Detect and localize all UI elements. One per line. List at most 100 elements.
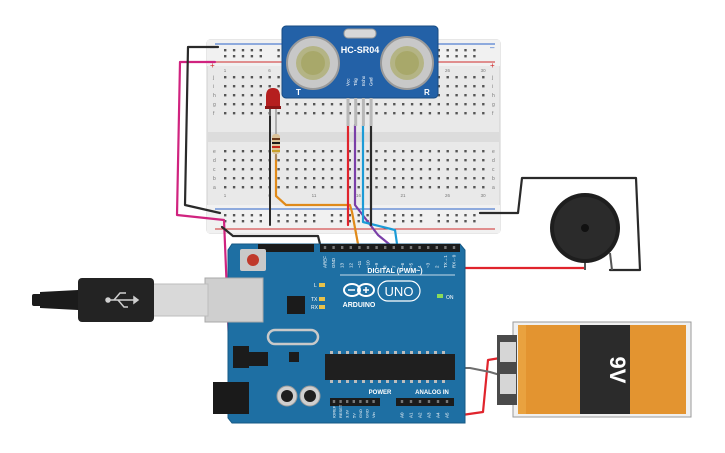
terminal-hole[interactable]: [330, 177, 334, 180]
header-pin[interactable]: [323, 246, 327, 249]
rail-hole[interactable]: [384, 214, 387, 217]
terminal-hole[interactable]: [286, 112, 289, 115]
terminal-hole[interactable]: [419, 103, 423, 106]
terminal-hole[interactable]: [455, 103, 458, 106]
terminal-hole[interactable]: [384, 159, 387, 162]
terminal-hole[interactable]: [250, 177, 254, 180]
header-pin[interactable]: [332, 246, 335, 249]
terminal-hole[interactable]: [455, 150, 458, 153]
terminal-hole[interactable]: [313, 168, 316, 171]
rail-hole[interactable]: [437, 214, 440, 217]
terminal-hole[interactable]: [304, 103, 307, 106]
terminal-hole[interactable]: [402, 112, 405, 115]
piezo-buzzer[interactable]: [550, 193, 620, 271]
terminal-hole[interactable]: [232, 76, 236, 79]
terminal-hole[interactable]: [357, 168, 360, 171]
rail-hole[interactable]: [250, 220, 254, 223]
terminal-hole[interactable]: [259, 159, 262, 162]
header-pin[interactable]: [452, 246, 456, 249]
terminal-hole[interactable]: [232, 85, 236, 88]
terminal-hole[interactable]: [224, 94, 227, 97]
terminal-hole[interactable]: [419, 150, 423, 153]
terminal-hole[interactable]: [437, 94, 440, 97]
terminal-hole[interactable]: [250, 112, 254, 115]
rail-hole[interactable]: [410, 214, 414, 217]
terminal-hole[interactable]: [437, 76, 440, 79]
rail-hole[interactable]: [241, 220, 245, 223]
terminal-hole[interactable]: [464, 168, 467, 171]
rail-hole[interactable]: [446, 49, 449, 52]
terminal-hole[interactable]: [366, 112, 369, 115]
terminal-hole[interactable]: [482, 112, 485, 115]
terminal-hole[interactable]: [446, 112, 449, 115]
terminal-hole[interactable]: [357, 186, 360, 189]
terminal-hole[interactable]: [446, 94, 449, 97]
terminal-hole[interactable]: [410, 177, 414, 180]
terminal-hole[interactable]: [259, 76, 262, 79]
rail-hole[interactable]: [259, 220, 262, 223]
rail-hole[interactable]: [402, 220, 405, 223]
terminal-hole[interactable]: [259, 85, 262, 88]
terminal-hole[interactable]: [366, 150, 369, 153]
terminal-hole[interactable]: [224, 177, 227, 180]
terminal-hole[interactable]: [357, 112, 360, 115]
rail-hole[interactable]: [224, 214, 227, 217]
terminal-hole[interactable]: [410, 112, 414, 115]
rail-hole[interactable]: [419, 220, 423, 223]
terminal-hole[interactable]: [321, 177, 325, 180]
terminal-hole[interactable]: [446, 103, 449, 106]
terminal-hole[interactable]: [250, 103, 254, 106]
terminal-hole[interactable]: [410, 159, 414, 162]
terminal-hole[interactable]: [224, 76, 227, 79]
terminal-hole[interactable]: [232, 150, 236, 153]
terminal-hole[interactable]: [473, 150, 476, 153]
rail-hole[interactable]: [241, 49, 245, 52]
terminal-hole[interactable]: [241, 76, 245, 79]
terminal-hole[interactable]: [277, 85, 280, 88]
terminal-hole[interactable]: [419, 186, 423, 189]
terminal-hole[interactable]: [437, 177, 440, 180]
rail-hole[interactable]: [348, 220, 351, 223]
terminal-hole[interactable]: [304, 177, 307, 180]
header-pin[interactable]: [427, 400, 431, 403]
rail-hole[interactable]: [357, 220, 360, 223]
terminal-hole[interactable]: [393, 112, 396, 115]
usb-cable[interactable]: [32, 278, 209, 322]
terminal-hole[interactable]: [330, 168, 334, 171]
terminal-hole[interactable]: [375, 159, 378, 162]
terminal-hole[interactable]: [375, 103, 378, 106]
terminal-hole[interactable]: [321, 112, 325, 115]
terminal-hole[interactable]: [357, 103, 360, 106]
header-pin[interactable]: [358, 246, 361, 249]
terminal-hole[interactable]: [313, 103, 316, 106]
terminal-hole[interactable]: [473, 112, 476, 115]
rail-hole[interactable]: [410, 220, 414, 223]
terminal-hole[interactable]: [259, 103, 262, 106]
rail-hole[interactable]: [464, 55, 467, 58]
header-pin[interactable]: [366, 246, 370, 249]
terminal-hole[interactable]: [330, 112, 334, 115]
terminal-hole[interactable]: [473, 186, 476, 189]
rail-hole[interactable]: [393, 220, 396, 223]
terminal-hole[interactable]: [268, 76, 271, 79]
terminal-hole[interactable]: [241, 150, 245, 153]
terminal-hole[interactable]: [473, 159, 476, 162]
terminal-hole[interactable]: [339, 186, 343, 189]
terminal-hole[interactable]: [366, 177, 369, 180]
terminal-hole[interactable]: [384, 103, 387, 106]
terminal-hole[interactable]: [375, 150, 378, 153]
rail-hole[interactable]: [277, 49, 280, 52]
terminal-hole[interactable]: [482, 94, 485, 97]
rail-hole[interactable]: [330, 220, 334, 223]
rail-hole[interactable]: [224, 49, 227, 52]
terminal-hole[interactable]: [348, 159, 351, 162]
terminal-hole[interactable]: [384, 186, 387, 189]
header-pin[interactable]: [445, 400, 449, 403]
terminal-hole[interactable]: [428, 168, 432, 171]
terminal-hole[interactable]: [402, 177, 405, 180]
rail-hole[interactable]: [232, 55, 236, 58]
rail-hole[interactable]: [473, 220, 476, 223]
rail-hole[interactable]: [473, 214, 476, 217]
